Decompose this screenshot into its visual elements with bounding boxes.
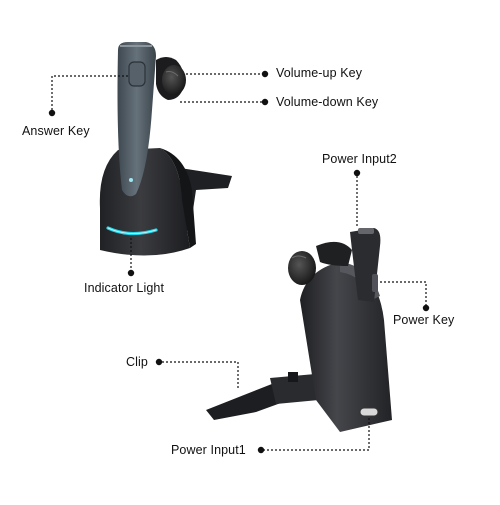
clip-tab-1: [288, 372, 298, 382]
ear-tip-highlight: [165, 71, 179, 77]
power-key-dot: [422, 304, 430, 312]
base-side: [160, 148, 196, 248]
power-key-line: [380, 281, 427, 305]
earpiece-body: [117, 42, 156, 197]
power-key-label: Power Key: [393, 313, 455, 327]
answer-key-line: [51, 75, 128, 110]
volume-up-label: Volume-up Key: [276, 66, 363, 80]
ear-tip-side: [288, 251, 316, 285]
power-input2-port: [358, 228, 374, 234]
device-front-view: [99, 42, 232, 256]
clip-label: Clip: [126, 355, 148, 369]
earpiece-led: [129, 178, 133, 182]
base-side-view: [300, 262, 392, 432]
indicator-light-label: Indicator Light: [84, 281, 165, 295]
power-input2-dot: [353, 169, 361, 177]
answer-key-label: Answer Key: [22, 124, 90, 138]
power-input1-label: Power Input1: [171, 443, 246, 457]
clip-dot: [155, 358, 163, 366]
indicator-light-core: [107, 227, 157, 234]
power-input1-line: [264, 418, 370, 451]
ear-tip: [162, 65, 186, 95]
clip-line: [162, 361, 239, 390]
ear-tip-side-highlight: [291, 255, 307, 259]
indicator-dot: [127, 269, 135, 277]
device-side-view: [206, 228, 392, 432]
power-input1-dot: [257, 446, 265, 454]
volume-up-dot: [261, 70, 269, 78]
callout-lines: [48, 70, 430, 454]
power-input2-label: Power Input2: [322, 152, 397, 166]
volume-down-label: Volume-down Key: [276, 95, 379, 109]
power-key-button: [372, 274, 378, 292]
power-input1-port: [359, 407, 379, 417]
answer-key-button: [128, 61, 146, 87]
answer-key-dot: [48, 109, 56, 117]
volume-down-dot: [261, 98, 269, 106]
ear-stem: [316, 241, 352, 266]
